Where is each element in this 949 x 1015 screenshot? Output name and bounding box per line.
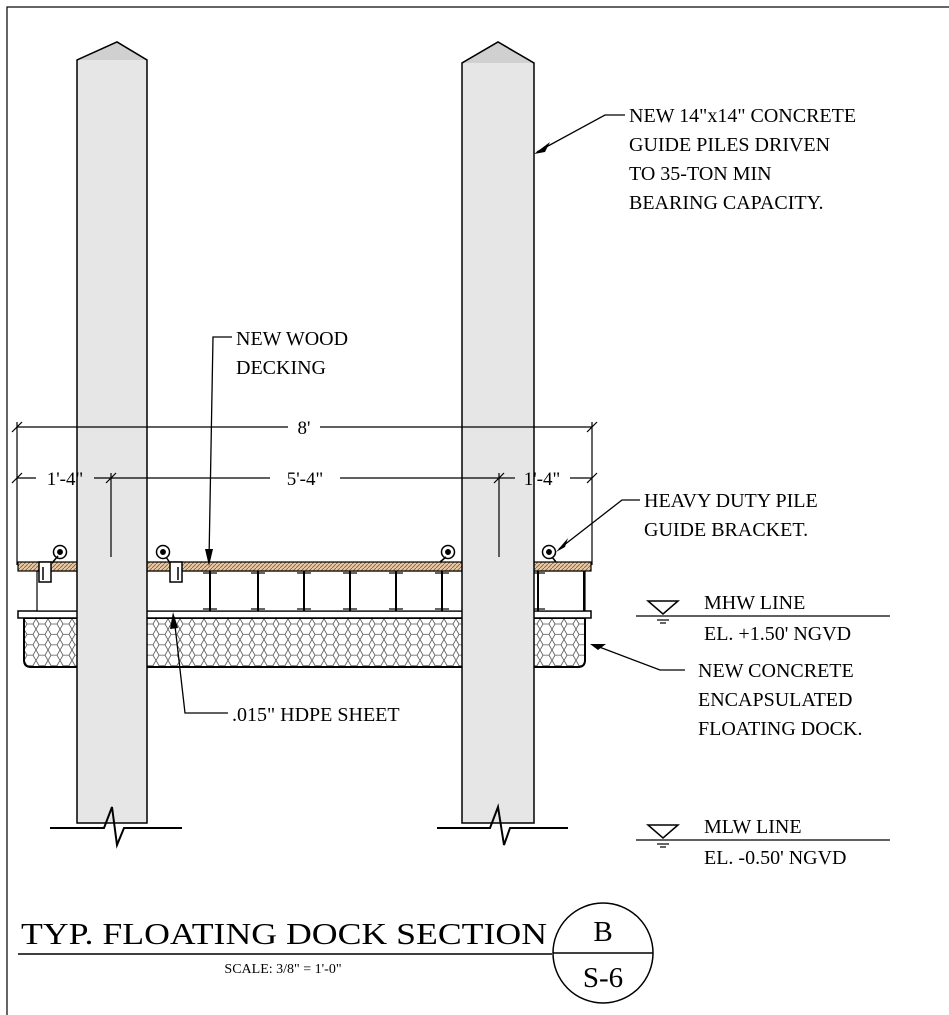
mhw-label: MHW LINE [704,592,805,614]
pile-break-left [50,806,182,849]
note-dock-line-2: ENCAPSULATED [698,689,852,711]
note-hdpe: .015" HDPE SHEET [232,704,400,726]
note-decking-line-2: DECKING [236,357,326,379]
frame-joists [209,571,585,611]
note-bracket-line-1: HEAVY DUTY PILE [644,490,818,512]
water-level-symbol-mhw [645,600,681,615]
water-level-symbol-mlw [645,824,681,839]
note-decking: NEW WOOD DECKING [236,328,348,379]
dimension-lines [11,421,598,565]
note-bracket-line-2: GUIDE BRACKET. [644,519,808,541]
note-bracket: HEAVY DUTY PILE GUIDE BRACKET. [644,490,818,541]
note-piles-line-1: NEW 14"x14" CONCRETE [629,105,856,127]
note-dock-line-1: NEW CONCRETE [698,660,854,682]
dim-right: 1'-4" [524,469,561,490]
pile-right [437,41,568,846]
dim-middle: 5'-4" [287,469,324,490]
mhw-elevation: EL. +1.50' NGVD [704,623,851,645]
pile-guide-brackets [38,544,557,583]
note-piles: NEW 14"x14" CONCRETE GUIDE PILES DRIVEN … [629,105,856,214]
note-piles-line-2: GUIDE PILES DRIVEN [629,134,830,156]
pile-break-right [437,803,568,846]
leader-lines [173,114,685,714]
sheet-border [6,6,949,1015]
title-block: TYP. FLOATING DOCK SECTION SCALE: 3/8" =… [18,902,654,1004]
pile-left [50,41,182,849]
detail-sheet: S-6 [583,962,623,994]
note-decking-line-1: NEW WOOD [236,328,348,350]
dim-overall: 8' [298,418,311,439]
concrete-float [23,617,586,668]
wood-decking [17,561,592,572]
water-level-mhw: MHW LINE EL. +1.50' NGVD [636,592,890,645]
note-piles-line-3: TO 35-TON MIN [629,163,772,185]
dim-left: 1'-4" [47,469,84,490]
mlw-elevation: EL. -0.50' NGVD [704,847,846,869]
drawing-title: TYP. FLOATING DOCK SECTION [21,916,547,951]
note-dock-line-3: FLOATING DOCK. [698,718,862,740]
water-level-mlw: MLW LINE EL. -0.50' NGVD [636,816,890,869]
drawing-scale: SCALE: 3/8" = 1'-0" [224,962,341,977]
note-piles-line-4: BEARING CAPACITY. [629,192,823,214]
detail-letter: B [593,916,612,948]
leader-arrowheads [170,142,606,650]
mlw-label: MLW LINE [704,816,802,838]
note-dock: NEW CONCRETE ENCAPSULATED FLOATING DOCK. [698,660,862,740]
